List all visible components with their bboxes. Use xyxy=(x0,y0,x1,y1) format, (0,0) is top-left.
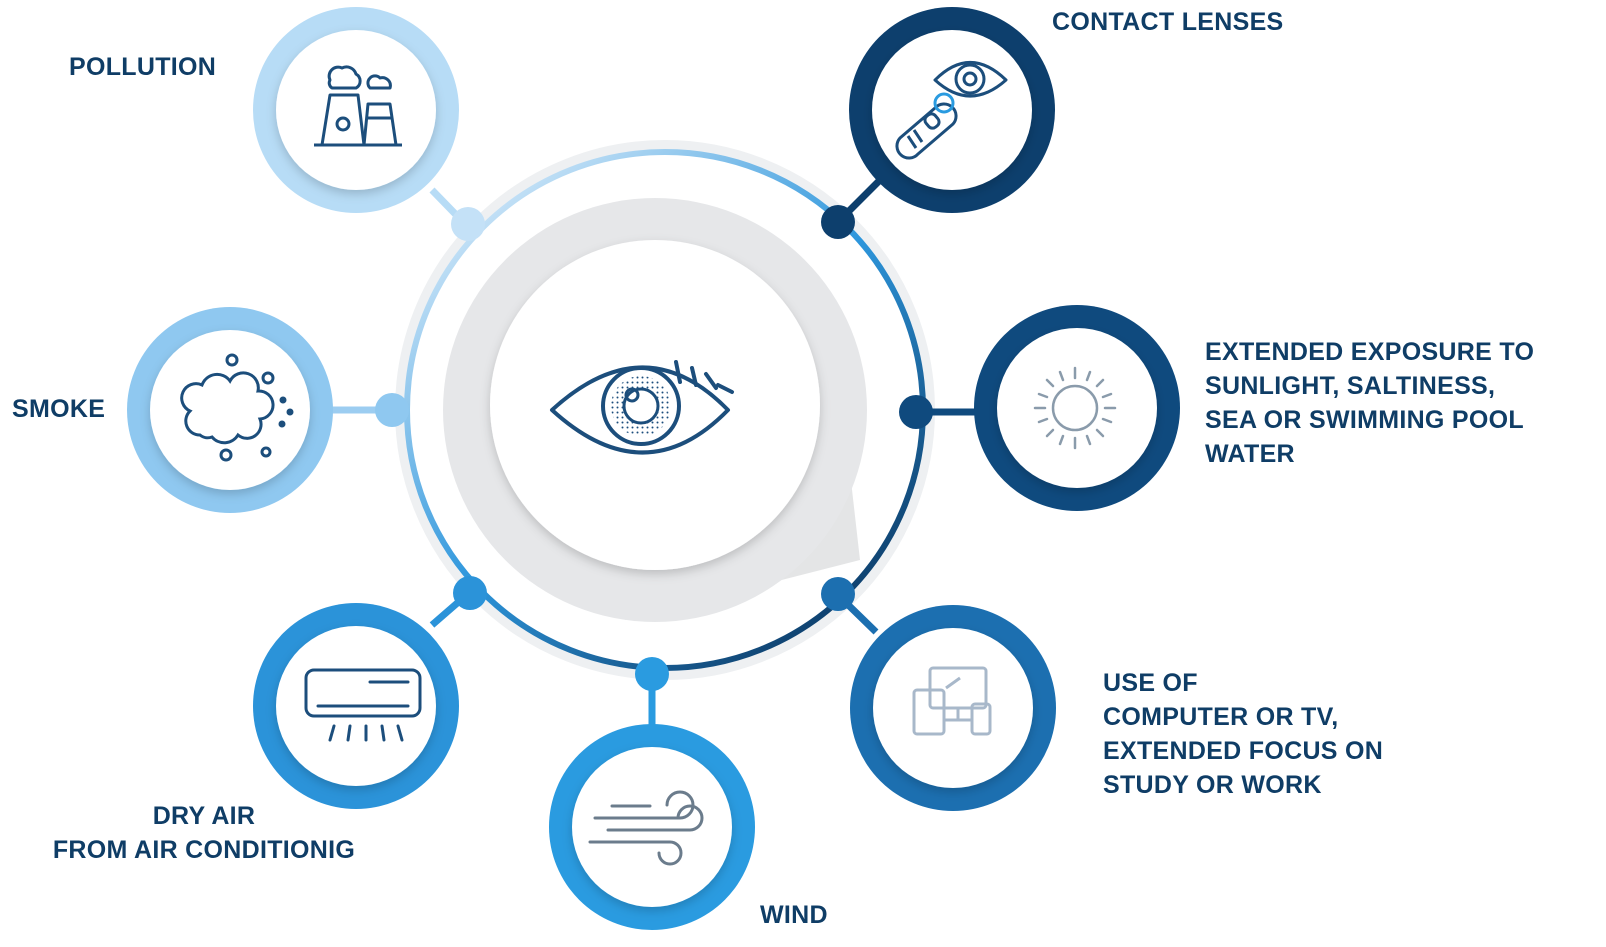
label-wind: WIND xyxy=(760,898,828,932)
node-dry-air xyxy=(253,603,459,809)
label-pollution: POLLUTION xyxy=(69,50,216,84)
label-smoke-line: SMOKE xyxy=(12,395,106,423)
node-wind xyxy=(549,724,755,930)
label-dry-air-line-1: DRY AIR xyxy=(152,802,256,830)
smoke-cloud-icon xyxy=(180,353,294,462)
label-sunlight-line-2: SUNLIGHT, SALTINESS, xyxy=(1205,372,1496,400)
contact-lens-icon xyxy=(895,61,1008,160)
label-screens-line-2: COMPUTER OR TV, xyxy=(1103,703,1339,731)
label-sunlight-line-4: WATER xyxy=(1205,440,1295,468)
air-conditioner-icon xyxy=(304,668,422,742)
label-screens-line-4: STUDY OR WORK xyxy=(1103,771,1322,799)
node-smoke xyxy=(127,307,333,513)
node-contact-lenses xyxy=(849,7,1055,213)
label-sunlight-line-1: EXTENDED EXPOSURE TO xyxy=(1205,338,1535,366)
label-dry-air-line-2: FROM AIR CONDITIONIG xyxy=(52,836,356,864)
eye-icon xyxy=(543,345,738,463)
sun-icon xyxy=(1033,366,1117,450)
label-sunlight-line-3: SEA OR SWIMMING POOL xyxy=(1205,406,1524,434)
label-screens-line-3: EXTENDED FOCUS ON xyxy=(1103,737,1384,765)
wind-icon xyxy=(588,790,704,866)
label-pollution-line: POLLUTION xyxy=(69,53,217,81)
node-pollution xyxy=(253,7,459,213)
label-dry-air: DRY AIR FROM AIR CONDITIONIG xyxy=(30,799,378,867)
node-sunlight xyxy=(974,305,1180,511)
label-contact-lenses-line: CONTACT LENSES xyxy=(1052,8,1284,36)
label-screens-line-1: USE OF xyxy=(1103,669,1198,697)
label-wind-line: WIND xyxy=(760,901,828,929)
devices-icon xyxy=(912,666,992,736)
node-screens xyxy=(850,605,1056,811)
connectors xyxy=(330,177,980,725)
factory-pollution-icon xyxy=(314,65,402,147)
label-contact-lenses: CONTACT LENSES xyxy=(1052,5,1284,39)
label-screens: USE OF COMPUTER OR TV, EXTENDED FOCUS ON… xyxy=(1103,666,1383,802)
label-sunlight: EXTENDED EXPOSURE TO SUNLIGHT, SALTINESS… xyxy=(1205,335,1534,471)
label-smoke: SMOKE xyxy=(12,392,105,426)
